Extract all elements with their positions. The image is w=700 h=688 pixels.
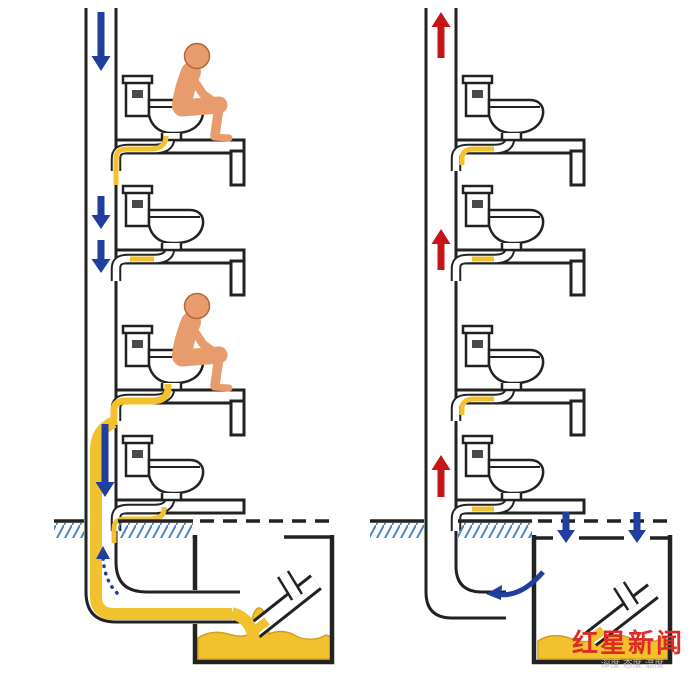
- left-septic-tank: [192, 535, 335, 665]
- left-stack-pipe-outer-wall: [84, 8, 240, 624]
- watermark-brand: 红星新闻: [572, 628, 684, 659]
- ground-hatching: [370, 523, 424, 538]
- water-seal: [459, 146, 494, 165]
- floor-2-right: [456, 184, 586, 297]
- sewage-dribble: [111, 507, 167, 543]
- floor-3-left: [110, 294, 246, 437]
- down-arrow-mid-1: [91, 196, 111, 229]
- watermark: 红星新闻 深度 态度 温度: [572, 628, 684, 670]
- floor-slab-tab: [569, 399, 586, 437]
- down-arrow-bottom: [95, 424, 115, 497]
- ground-hatching: [118, 523, 193, 538]
- right-panel-venting: [370, 8, 673, 665]
- floor-3-right: [456, 324, 586, 437]
- floor-slab-tab: [229, 149, 246, 187]
- floor-1-left: [113, 44, 246, 187]
- floor-slab-tab: [229, 399, 246, 437]
- floor-slab-tab: [229, 259, 246, 297]
- up-arrow-mid: [431, 229, 451, 270]
- up-arrow-bottom: [431, 455, 451, 497]
- floor-slab-tab: [569, 149, 586, 187]
- right-stack-pipe-outer-wall: [424, 8, 506, 620]
- toilet: [461, 184, 545, 252]
- tank-walls: [531, 535, 673, 665]
- sewage-flush-stream: [110, 384, 172, 425]
- toilet: [121, 434, 205, 502]
- floor-1-right: [456, 74, 586, 187]
- right-septic-tank: [531, 535, 673, 665]
- right-stack-pipe-inner-wall: [454, 8, 506, 594]
- ground-hatching: [54, 523, 84, 538]
- toilet: [461, 324, 545, 392]
- tank-walls: [192, 535, 335, 665]
- toilet: [461, 434, 545, 502]
- left-panel-drainage: [54, 8, 335, 665]
- tank-vent-down-arrow-2: [628, 512, 646, 543]
- toilet: [121, 184, 205, 252]
- sewage-dribble: [113, 135, 169, 185]
- down-arrow-top: [91, 12, 111, 71]
- down-arrow-mid-2: [91, 240, 111, 273]
- floor-2-left: [116, 184, 246, 297]
- dotted-suction-arrow-head: [96, 546, 110, 559]
- ground-hatching: [458, 523, 532, 538]
- fitting-sewage: [587, 626, 606, 644]
- tank-vent-down-arrow-1: [557, 512, 575, 543]
- toilet: [461, 74, 545, 142]
- water-seal: [459, 396, 494, 415]
- return-air-arrow-head: [486, 585, 502, 600]
- watermark-tagline: 深度 态度 温度: [601, 658, 665, 670]
- floor-slab-tab: [569, 259, 586, 297]
- dotted-suction-arrow-shaft: [101, 554, 119, 595]
- up-arrow-top: [431, 12, 451, 58]
- outlet-fitting-branch: [615, 582, 637, 610]
- left-stack-pipe-inner-wall: [114, 8, 240, 594]
- sewage-pouring-stream: [230, 607, 260, 642]
- floor-4-right: [456, 434, 586, 531]
- outlet-fitting-branch: [279, 571, 301, 600]
- floor-4-left: [111, 434, 246, 543]
